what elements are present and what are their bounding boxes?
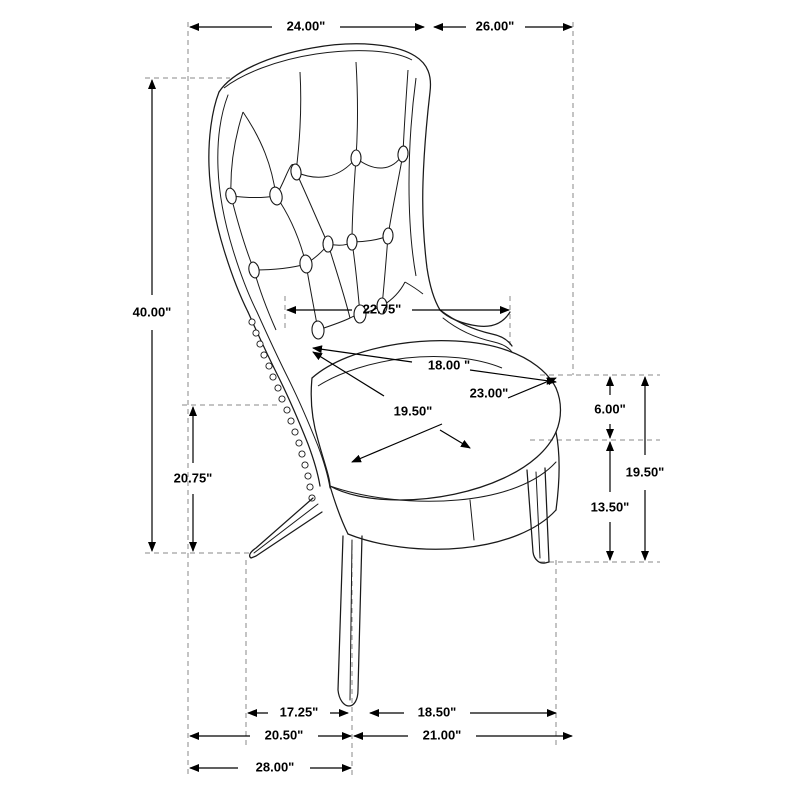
- dimension-label-1725: 17.25": [280, 704, 319, 719]
- dimension-label-6: 6.00": [594, 401, 625, 416]
- chair-right-leg: [526, 467, 550, 564]
- tufting-buttons: [225, 145, 409, 340]
- chair-front-leg: [337, 535, 363, 707]
- dimension-label-24: 24.00": [287, 18, 326, 33]
- dimension-overall-height: 40.00": [133, 79, 172, 552]
- dimension-label-21: 21.00": [423, 727, 462, 742]
- chair-right-arm-inner: [442, 317, 513, 353]
- dimension-top-left-width: 24.00": [189, 18, 425, 33]
- dimension-label-2275: 22.75": [363, 301, 402, 316]
- chair-apron-bottom: [347, 509, 557, 550]
- dimension-label-26: 26.00": [476, 18, 515, 33]
- chair-front-leg-center: [349, 539, 353, 701]
- dimension-label-18: 18.00 ": [428, 357, 470, 372]
- dimension-label-1850: 18.50": [418, 704, 457, 719]
- dimension-seat-diagonal: 19.50": [312, 351, 471, 449]
- chair-seat-top-front: [329, 387, 562, 501]
- dimension-base-right: 21.00": [353, 727, 573, 742]
- chair-apron-right: [555, 431, 560, 511]
- dimension-overall-depth: 28.00": [189, 759, 352, 774]
- dimension-top-right-width: 26.00": [433, 18, 573, 33]
- dimension-label-23: 23.00": [470, 385, 509, 400]
- dimension-label-1950-height: 19.50": [626, 464, 665, 479]
- dimension-leg-span-right: 18.50": [369, 704, 557, 719]
- chair-cushion-seam: [317, 356, 503, 387]
- chair-back-left-inner: [217, 94, 258, 313]
- dimension-cushion-thickness: 6.00": [594, 376, 626, 439]
- dimension-base-left: 20.50": [189, 727, 352, 742]
- dimension-seat-width: 23.00": [351, 377, 557, 463]
- dimension-label-2075: 20.75": [174, 470, 213, 485]
- dimension-arm-height: 20.75": [174, 406, 213, 552]
- chair-right-leg-center: [535, 471, 541, 559]
- chair-right-arm: [439, 309, 513, 347]
- dimension-label-2050: 20.50": [265, 727, 304, 742]
- chair-back-top-seam: [223, 50, 413, 89]
- chair-left-arm-edge-inner: [256, 311, 331, 489]
- chair-left-rear-leg-center: [253, 503, 319, 554]
- chair-left-rear-leg: [249, 497, 323, 559]
- dimension-seat-depth: 18.00 ": [312, 345, 557, 385]
- nailhead-trim: [248, 318, 316, 502]
- dimension-seat-height-lower: 13.50": [591, 441, 630, 561]
- chair-back-left-outer: [208, 91, 249, 313]
- chair-seat-left-edge: [310, 377, 331, 487]
- dimension-label-40: 40.00": [133, 304, 172, 319]
- dimension-label-1350: 13.50": [591, 499, 630, 514]
- chair-seat-top-back: [311, 340, 557, 389]
- dimension-label-28: 28.00": [256, 759, 295, 774]
- chair-back-outer: [218, 43, 441, 311]
- chair-illustration: [208, 43, 562, 707]
- dimension-inside-arm-width: 22.75": [286, 301, 510, 316]
- chair-apron-left: [329, 485, 349, 535]
- dimension-label-1950-seat: 19.50": [394, 403, 433, 418]
- chair-rear-leg-hint: [469, 499, 475, 541]
- chair-back-right-inner: [408, 77, 417, 277]
- chair-seat-welt: [329, 461, 557, 502]
- dimension-seat-height-total: 19.50": [626, 376, 665, 561]
- dimension-leg-span-left: 17.25": [247, 704, 349, 719]
